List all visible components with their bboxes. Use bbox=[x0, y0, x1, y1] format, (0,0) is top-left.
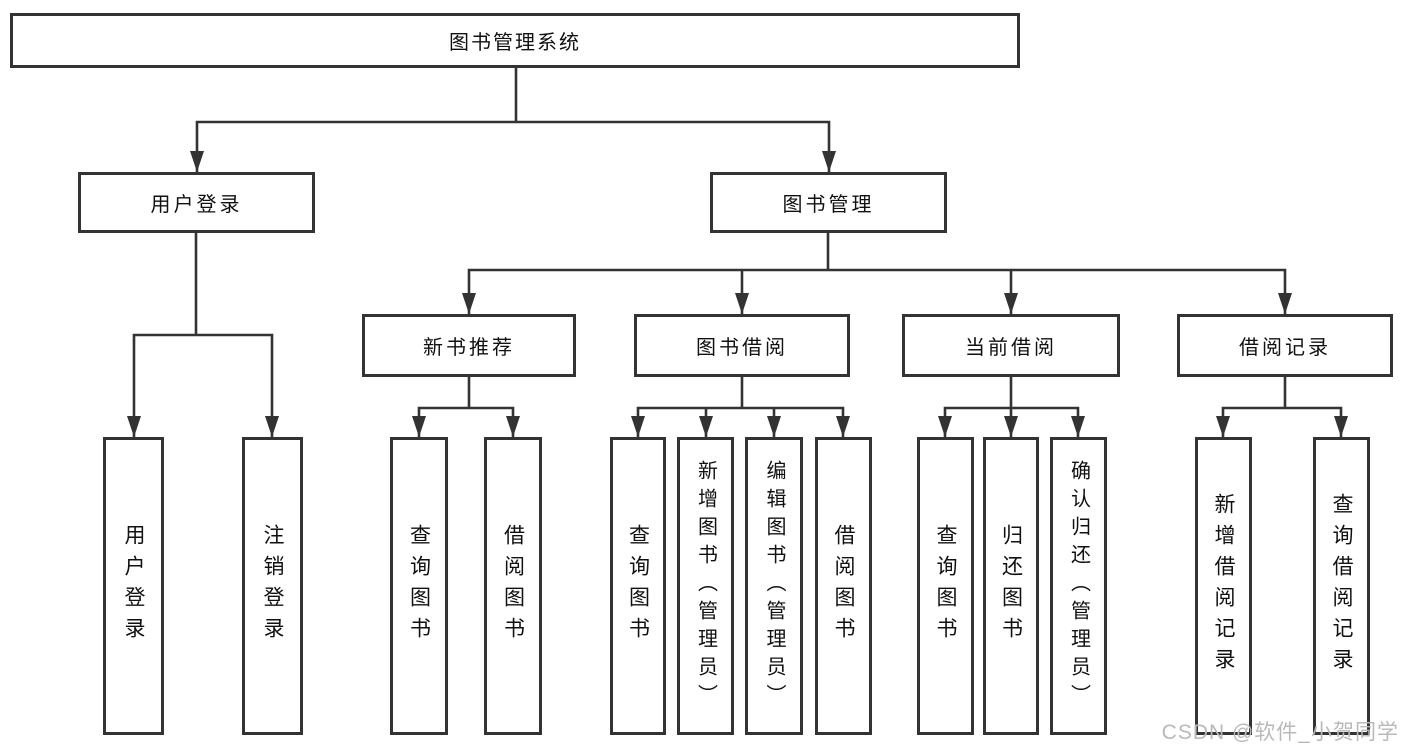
leaf-borrow-query-books: 查询图书 bbox=[610, 437, 666, 735]
leaf-label: 用户登录 bbox=[122, 524, 145, 648]
arrow-down-icon bbox=[1216, 416, 1230, 437]
leaf-label: 查询图书 bbox=[626, 524, 650, 648]
leaf-newbook-borrow-books: 借阅图书 bbox=[484, 437, 542, 735]
arrow-down-icon bbox=[836, 416, 850, 437]
arrow-down-icon bbox=[1278, 293, 1292, 314]
arrow-down-icon bbox=[1071, 416, 1085, 437]
leaf-current-confirm-return-admin: 确认归还（管理员） bbox=[1050, 437, 1107, 735]
node-label: 借阅记录 bbox=[1239, 337, 1331, 359]
connector-userlogin-to-leaves bbox=[132, 233, 274, 437]
leaf-label: 新增借阅记录 bbox=[1212, 493, 1235, 679]
leaf-records-query-record: 查询借阅记录 bbox=[1313, 437, 1370, 735]
leaf-label: 借阅图书 bbox=[832, 524, 855, 648]
arrow-down-icon bbox=[265, 416, 279, 437]
leaf-label: 借阅图书 bbox=[501, 524, 525, 648]
node-label: 新书推荐 bbox=[423, 337, 515, 359]
node-user-login: 用户登录 bbox=[78, 172, 315, 233]
leaf-label: 查询借阅记录 bbox=[1330, 493, 1353, 679]
arrow-down-icon bbox=[1004, 293, 1018, 314]
leaf-label: 归还图书 bbox=[999, 524, 1023, 648]
leaf-current-query-books: 查询图书 bbox=[917, 437, 974, 735]
arrow-down-icon bbox=[699, 416, 713, 437]
arrow-down-icon bbox=[127, 416, 141, 437]
node-book-management: 图书管理 bbox=[710, 172, 947, 233]
connector-bookmgmt-to-groups bbox=[467, 233, 1287, 314]
leaf-label: 注销登录 bbox=[261, 524, 284, 648]
arrow-down-icon bbox=[822, 151, 836, 172]
arrow-down-icon bbox=[412, 416, 426, 437]
node-new-book-recommend: 新书推荐 bbox=[362, 314, 576, 377]
arrow-down-icon bbox=[631, 416, 645, 437]
csdn-watermark: CSDN @软件_小贺同学 bbox=[1161, 721, 1399, 744]
leaf-label: 编辑图书（管理员） bbox=[763, 460, 785, 712]
leaf-label: 查询图书 bbox=[934, 524, 957, 648]
connector-root-to-branches bbox=[195, 68, 831, 172]
node-library-management-system: 图书管理系统 bbox=[10, 13, 1020, 68]
arrow-down-icon bbox=[506, 416, 520, 437]
leaf-label: 新增图书（管理员） bbox=[694, 460, 717, 712]
leaf-borrow-edit-books-admin: 编辑图书（管理员） bbox=[745, 437, 803, 735]
leaf-newbook-query-books: 查询图书 bbox=[390, 437, 448, 735]
connector-newbook-to-leaves bbox=[417, 377, 515, 437]
node-label: 用户登录 bbox=[150, 194, 243, 216]
arrow-down-icon bbox=[735, 293, 749, 314]
node-current-borrow: 当前借阅 bbox=[902, 314, 1120, 377]
leaf-user-login: 用户登录 bbox=[103, 437, 164, 735]
leaf-logout: 注销登录 bbox=[242, 437, 303, 735]
node-label: 图书管理 bbox=[782, 194, 875, 216]
arrow-down-icon bbox=[190, 151, 204, 172]
connector-current-to-leaves bbox=[943, 377, 1080, 437]
node-label: 图书借阅 bbox=[696, 337, 788, 359]
leaf-borrow-add-books-admin: 新增图书（管理员） bbox=[677, 437, 734, 735]
node-label: 当前借阅 bbox=[965, 337, 1057, 359]
leaf-label: 查询图书 bbox=[407, 524, 431, 648]
arrow-down-icon bbox=[767, 416, 781, 437]
connector-borrow-to-leaves bbox=[636, 377, 845, 437]
leaf-label: 确认归还（管理员） bbox=[1067, 460, 1090, 712]
arrow-down-icon bbox=[462, 293, 476, 314]
leaf-records-add-record: 新增借阅记录 bbox=[1195, 437, 1252, 735]
node-borrow-records: 借阅记录 bbox=[1177, 314, 1393, 377]
arrow-down-icon bbox=[1004, 416, 1018, 437]
arrow-down-icon bbox=[938, 416, 952, 437]
leaf-borrow-borrow-books: 借阅图书 bbox=[815, 437, 872, 735]
arrow-down-icon bbox=[1334, 416, 1348, 437]
connector-records-to-leaves bbox=[1221, 377, 1343, 437]
node-label: 图书管理系统 bbox=[449, 32, 581, 54]
node-book-borrow: 图书借阅 bbox=[634, 314, 850, 377]
leaf-current-return-books: 归还图书 bbox=[983, 437, 1039, 735]
